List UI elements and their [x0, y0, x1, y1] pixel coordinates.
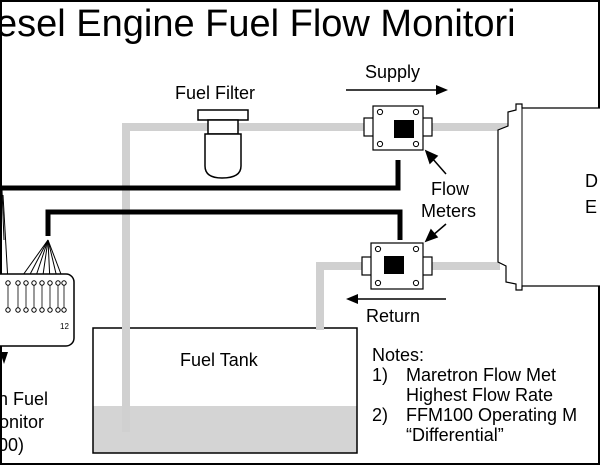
- supply-flow-meter: [363, 105, 433, 151]
- supply-pipe-tank: [122, 123, 208, 432]
- fuel-tank: [92, 327, 358, 454]
- note-1-line2: Highest Flow Rate: [406, 385, 554, 405]
- signal-cables: [0, 160, 403, 240]
- notes-heading: Notes:: [372, 345, 425, 365]
- return-label: Return: [366, 306, 421, 326]
- note-1-number: 1): [372, 365, 389, 385]
- fuel-filter-label: Fuel Filter: [175, 83, 256, 103]
- flow-meters-label-line2: Meters: [421, 201, 477, 221]
- fuel-monitor-device: [0, 273, 75, 364]
- fuel-pipes: [122, 123, 508, 432]
- engine-label-fragment-1: D: [585, 171, 598, 191]
- flow-meter-pointers: [424, 149, 447, 243]
- diagram-title: esel Engine Fuel Flow Monitori: [0, 3, 516, 45]
- note-2-line2: “Differential”: [406, 425, 504, 445]
- note-1-line1: Maretron Flow Met: [406, 365, 557, 385]
- supply-meter-cable: [0, 160, 401, 191]
- fuel-tank-label: Fuel Tank: [180, 350, 258, 370]
- flow-meters-label-line1: Flow: [431, 179, 470, 199]
- note-2-number: 2): [372, 405, 389, 425]
- diesel-engine: [497, 103, 600, 291]
- monitor-label-line1: n Fuel: [0, 389, 49, 409]
- supply-label: Supply: [365, 62, 421, 82]
- monitor-label-line3: 00): [0, 435, 25, 455]
- return-pipe-tank: [316, 262, 368, 330]
- monitor-pin-number: 12: [60, 322, 69, 331]
- supply-arrow: [346, 85, 448, 95]
- note-2-line1: FFM100 Operating M: [406, 405, 578, 425]
- monitor-label-line2: onitor: [0, 412, 45, 432]
- notes-block: Notes: 1) Maretron Flow Met Highest Flow …: [372, 345, 577, 445]
- monitor-pointer: [0, 352, 8, 364]
- fuel-level: [93, 406, 357, 453]
- return-meter-cable: [45, 209, 403, 240]
- return-flow-meter: [361, 242, 433, 290]
- engine-label-fragment-2: E: [585, 197, 598, 217]
- return-arrow: [346, 294, 446, 304]
- monitor-wires: [1, 189, 65, 283]
- fuel-filter: [197, 109, 249, 179]
